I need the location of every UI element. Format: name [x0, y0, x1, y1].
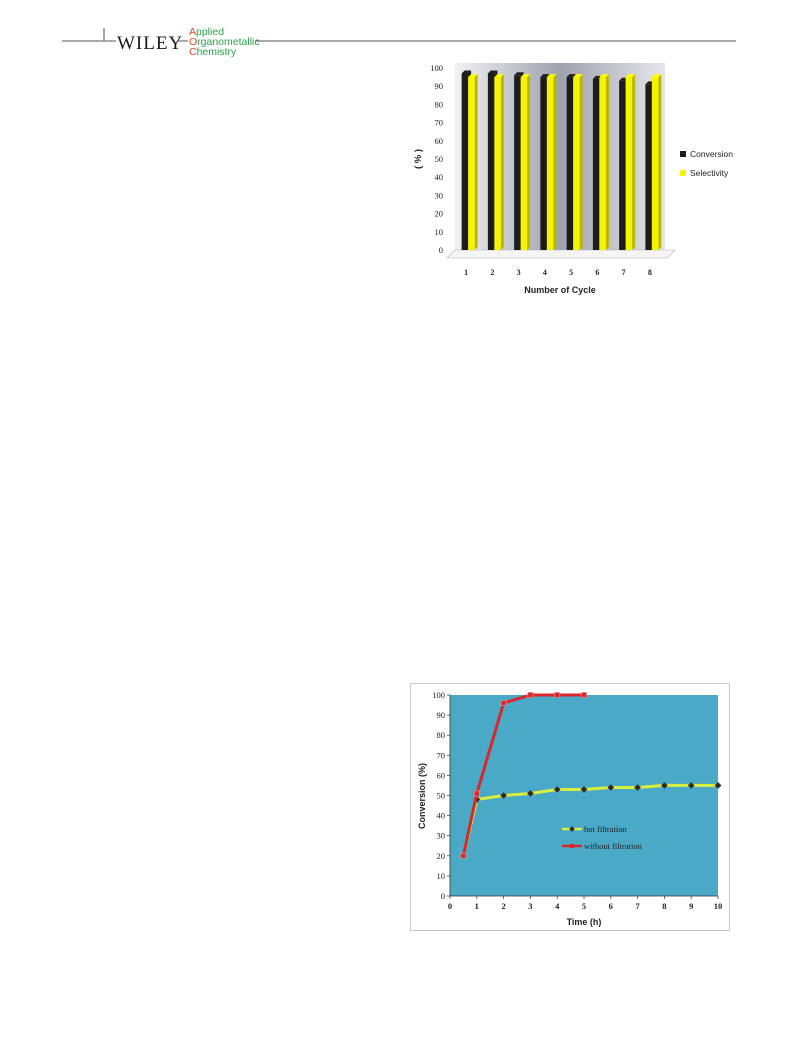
chart1-y-tick-label: 80 — [435, 99, 444, 109]
chart2-point-hot-filtration — [553, 785, 561, 794]
chart1-y-tick-label: 20 — [435, 209, 444, 219]
chart1-bar-selectivity-3 — [520, 74, 531, 250]
chart2-x-tick-label: 2 — [501, 901, 505, 911]
chart1-bar-selectivity-4 — [546, 74, 557, 250]
chart2-y-tick-label: 0 — [441, 891, 445, 901]
chart1-x-tick-label: 5 — [569, 268, 573, 277]
chart2-x-tick-label: 5 — [582, 901, 586, 911]
chart2-plot-area — [450, 695, 718, 896]
chart1-y-tick-label: 60 — [435, 136, 444, 146]
chart2-point-hot-filtration — [580, 785, 588, 794]
chart1-x-tick-label: 8 — [648, 268, 652, 277]
hot-filtration-line-chart: 0 10 20 30 40 50 60 70 80 90 100 0 1 2 3 4 5 6 7 8 9 10 Conv… — [410, 683, 730, 931]
chart2-y-tick-label: 60 — [437, 770, 446, 780]
chart2-x-tick-label: 8 — [662, 901, 666, 911]
chart2-point-without-filtration — [500, 700, 507, 706]
chart1-x-tick-label: 7 — [622, 268, 626, 277]
chart2-x-tick-label: 3 — [528, 901, 532, 911]
chart1-floor — [446, 249, 676, 259]
chart2-point-hot-filtration — [660, 781, 669, 790]
legend-label-hot-filtration: hot filtration — [584, 824, 627, 834]
chart2-legend: hot filtration without filtration — [562, 824, 643, 851]
journal-initial-mask — [188, 26, 196, 57]
chart1-x-tick-label: 2 — [490, 268, 494, 277]
journal-initial-c: C — [189, 46, 197, 58]
chart2-point-hot-filtration — [714, 781, 722, 790]
chart1-legend: Conversion Selectivity — [680, 149, 733, 178]
chart1-x-tick-label: 6 — [595, 268, 599, 277]
chart2-y-tick-label: 70 — [437, 750, 446, 760]
chart2-point-hot-filtration — [633, 783, 642, 792]
chart1-x-tick-label: 3 — [517, 268, 521, 277]
chart2-x-axis-label: Time (h) — [567, 917, 602, 927]
journal-name-line3: Chemistry — [189, 46, 237, 58]
chart2-point-hot-filtration — [526, 789, 535, 798]
chart1-y-tick-label: 90 — [435, 81, 444, 91]
chart1-bar-selectivity-7 — [625, 74, 636, 250]
journal-name-line2: Organometallic — [189, 36, 260, 48]
journal-initial-o: O — [189, 36, 197, 48]
chart2-point-hot-filtration — [687, 781, 695, 790]
chart2-x-tick-label: 10 — [714, 901, 723, 911]
chart1-x-axis-label: Number of Cycle — [524, 285, 596, 295]
chart2-x-tick-label: 0 — [448, 901, 452, 911]
chart2-point-hot-filtration — [607, 783, 615, 792]
chart2-y-tick-label: 50 — [437, 791, 446, 801]
chart1-y-tick-label: 100 — [430, 63, 443, 73]
publisher-logo: WILEY — [117, 33, 183, 54]
chart2-point-without-filtration — [473, 790, 480, 797]
recycling-bar-chart: 0 10 20 30 40 50 60 70 80 90 100 1 2 3 4 5 6 7 8 ( % ) Nu… — [413, 63, 733, 295]
chart1-x-tick-label: 1 — [464, 268, 468, 277]
chart1-y-tick-label: 10 — [435, 227, 444, 237]
chart2-x-tick-label: 1 — [475, 901, 479, 911]
journal-name-line1: Applied — [189, 26, 224, 38]
journal-initial-a: A — [189, 26, 196, 38]
legend-swatch-conversion — [680, 151, 686, 157]
chart2-point-without-filtration — [527, 692, 534, 698]
chart1-x-tick-label: 4 — [543, 268, 547, 277]
legend-label-without-filtration: without filtration — [584, 841, 643, 851]
chart1-bar-selectivity-1 — [468, 74, 478, 250]
chart2-x-tick-label: 4 — [555, 901, 560, 911]
journal-header: WILEY Applied Organometallic Chemistry A… — [62, 26, 736, 58]
chart2-x-tick-label: 9 — [689, 901, 693, 911]
chart2-y-tick-label: 20 — [437, 851, 446, 861]
chart1-y-axis-label: ( % ) — [413, 149, 424, 169]
chart1-bar-selectivity-8 — [651, 74, 662, 250]
chart1-bar-selectivity-6 — [599, 74, 609, 250]
chart2-y-tick-label: 80 — [437, 730, 446, 740]
chart1-y-tick-label: 0 — [439, 245, 443, 255]
chart2-point-without-filtration — [581, 692, 587, 698]
chart2-y-tick-label: 100 — [432, 690, 445, 700]
chart2-y-tick-label: 90 — [437, 710, 446, 720]
legend-swatch-selectivity — [680, 170, 686, 176]
chart1-bar-selectivity-2 — [494, 74, 504, 250]
legend-marker-without-filtration — [570, 844, 574, 848]
chart1-y-tick-label: 50 — [435, 154, 444, 164]
legend-label-selectivity: Selectivity — [690, 168, 729, 178]
chart2-x-tick-label: 7 — [635, 901, 640, 911]
chart2-point-hot-filtration — [499, 791, 508, 800]
chart2-point-without-filtration — [460, 852, 467, 859]
chart1-bar-selectivity-5 — [573, 74, 583, 250]
chart2-x-tick-label: 6 — [609, 901, 613, 911]
chart1-y-tick-label: 70 — [435, 118, 444, 128]
legend-label-conversion: Conversion — [690, 149, 733, 159]
chart2-y-tick-label: 40 — [437, 811, 446, 821]
chart2-series-line-without-filtration — [461, 693, 584, 857]
chart2-y-tick-label: 10 — [437, 871, 446, 881]
chart2-y-axis-label: Conversion (%) — [417, 763, 427, 829]
chart1-back-wall — [455, 63, 665, 250]
chart1-y-tick-label: 40 — [435, 172, 444, 182]
chart2-y-tick-label: 30 — [437, 831, 446, 841]
legend-marker-hot-filtration — [569, 826, 575, 832]
chart2-point-without-filtration — [554, 692, 561, 698]
chart1-y-tick-label: 30 — [435, 190, 444, 200]
